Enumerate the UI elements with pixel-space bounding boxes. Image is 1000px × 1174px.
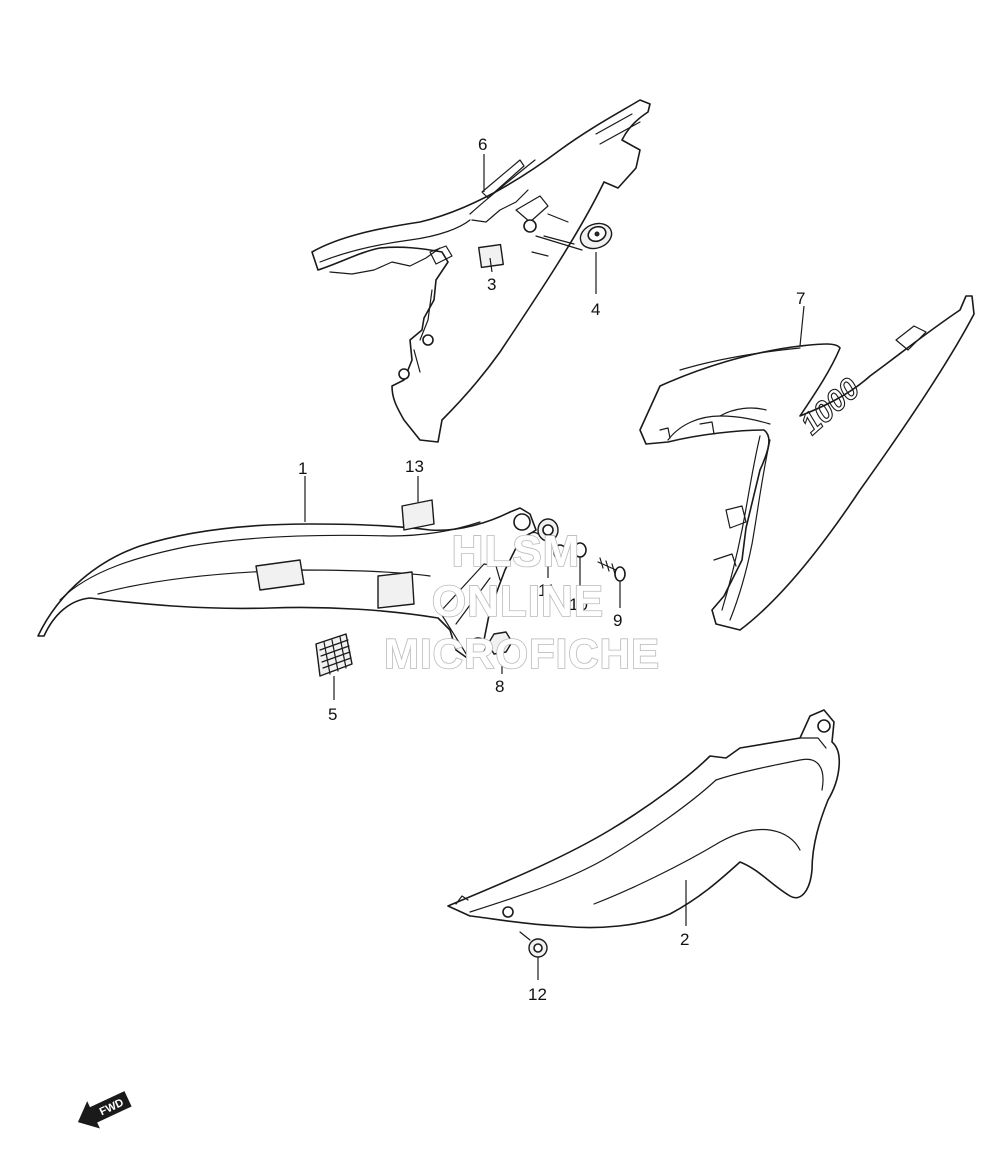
part-9-screw[interactable] bbox=[597, 557, 626, 582]
part-8-nut[interactable] bbox=[487, 631, 513, 655]
watermark-line-3: MICROFICHE bbox=[384, 630, 660, 677]
callout-11: 11 bbox=[538, 581, 556, 600]
callout-2: 2 bbox=[680, 930, 689, 949]
callout-5: 5 bbox=[328, 705, 337, 724]
part-13-label[interactable] bbox=[401, 499, 435, 531]
callout-10: 10 bbox=[569, 595, 588, 614]
callout-4: 4 bbox=[591, 300, 600, 319]
leader-lines bbox=[304, 154, 805, 980]
callout-6: 6 bbox=[478, 135, 487, 154]
fwd-arrow-icon: FWD bbox=[77, 1091, 132, 1129]
callout-9: 9 bbox=[613, 611, 622, 630]
part-2-lower-cover[interactable] bbox=[447, 709, 841, 929]
part-4-grommet[interactable] bbox=[577, 219, 615, 252]
callout-1: 1 bbox=[298, 459, 307, 478]
part-12-rivet[interactable] bbox=[519, 931, 548, 958]
part-6-inner-cover[interactable] bbox=[311, 99, 651, 443]
part-1-tail-cover[interactable] bbox=[37, 507, 539, 661]
callout-8: 8 bbox=[495, 677, 504, 696]
part-7-side-cowling[interactable]: 1000 bbox=[639, 295, 975, 631]
callout-13: 13 bbox=[405, 457, 424, 476]
callout-12: 12 bbox=[528, 985, 547, 1004]
callout-3: 3 bbox=[487, 275, 496, 294]
watermark-line-1: HLSM bbox=[452, 527, 581, 576]
callout-7: 7 bbox=[796, 289, 805, 308]
watermark-line-2: ONLINE bbox=[432, 577, 604, 626]
watermark: HLSM ONLINE MICROFICHE bbox=[383, 526, 660, 678]
part-10-collar[interactable] bbox=[553, 542, 587, 560]
part-5-mesh-emblem[interactable] bbox=[315, 633, 353, 677]
callout-labels: 6 3 4 7 1 13 5 8 11 10 9 12 2 bbox=[298, 135, 805, 1004]
